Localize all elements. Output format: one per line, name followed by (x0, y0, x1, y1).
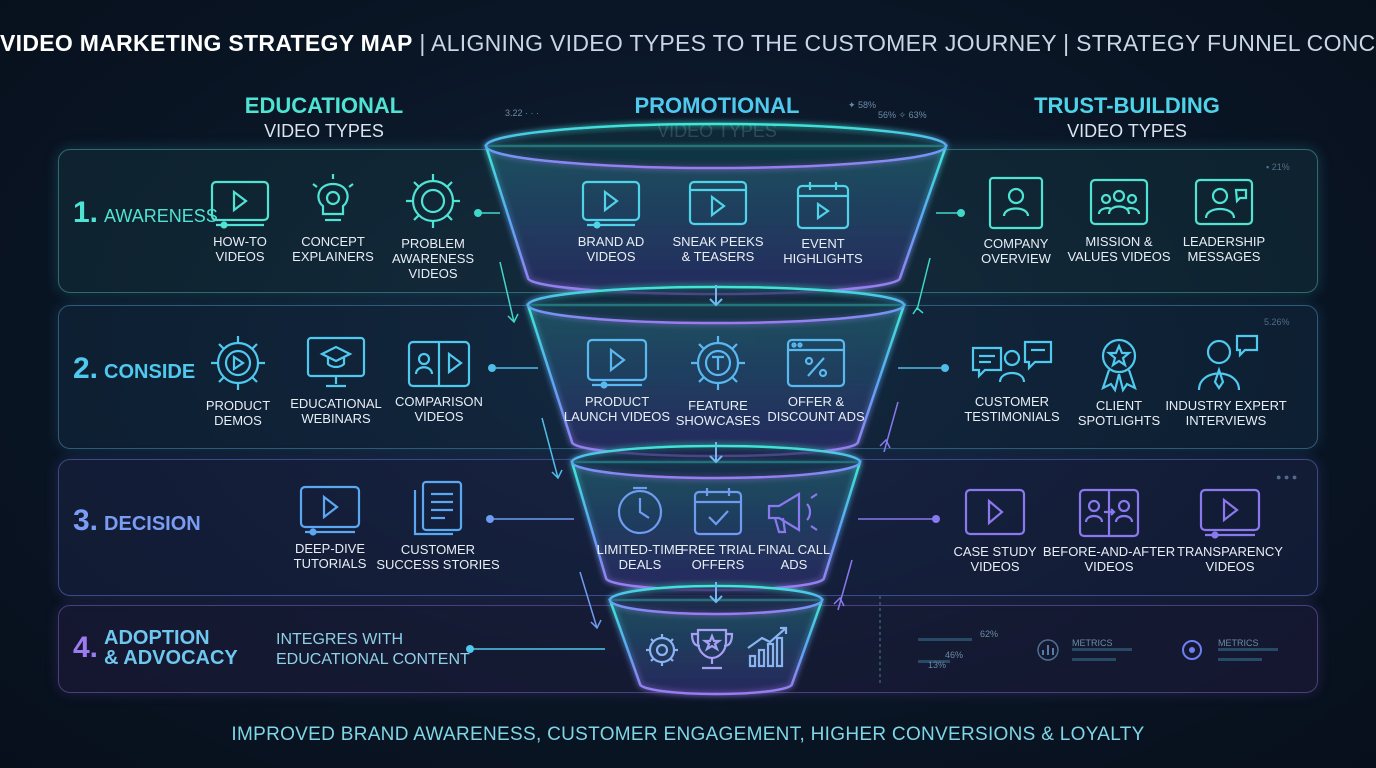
video-type-product-demos: PRODUCT DEMOS (168, 334, 308, 428)
video-type-comparison-videos: COMPARISON VIDEOS (369, 340, 509, 424)
calendar-check-icon (693, 488, 743, 536)
growth-chart-icon (747, 626, 788, 668)
video-type-concept-explainers: CONCEPT EXPLAINERS (263, 172, 403, 264)
calendar-play-icon (796, 182, 850, 230)
title-subtitle: | ALIGNING VIDEO TYPES TO THE CUSTOMER J… (412, 30, 1376, 56)
video-type-leadership-messages: LEADERSHIP MESSAGES (1154, 178, 1294, 264)
lightbulb-gear-icon (312, 174, 354, 222)
play-video-icon (299, 485, 361, 536)
column-header-trust: TRUST-BUILDING VIDEO TYPES (977, 93, 1277, 142)
play-video-icon (210, 180, 270, 229)
award-badge-icon (1101, 338, 1137, 393)
metric-readout: 62% (980, 629, 999, 639)
play-video-icon (581, 180, 641, 229)
arrow-down-icon (709, 442, 723, 464)
video-player-icon (688, 180, 748, 226)
gear-tool-icon (691, 336, 745, 390)
speaker-screen-icon (1194, 178, 1254, 226)
column-title-educational: EDUCATIONAL (244, 93, 404, 118)
video-type-customer-testimonials: CUSTOMER TESTIMONIALS (942, 338, 1082, 424)
video-type-event-highlights: EVENT HIGHLIGHTS (753, 180, 893, 266)
video-type-brand-ad: BRAND AD VIDEOS (541, 180, 681, 264)
metric-readout: 56% ✧ 63% (878, 110, 927, 120)
percent-window-icon (786, 338, 846, 388)
megaphone-icon (767, 492, 818, 534)
stage-label-consideration: 2.CONSIDE (73, 352, 196, 385)
arrow-down-icon (709, 285, 723, 307)
before-after-icon (1078, 488, 1140, 538)
adoption-icons (646, 626, 788, 670)
funnel-rim-1 (484, 122, 948, 170)
expert-speaker-icon (1197, 334, 1259, 391)
profile-screen-icon (988, 176, 1044, 230)
arrow-down-icon (709, 582, 723, 604)
metrics-label: METRICS (1218, 638, 1259, 648)
video-type-customer-success: CUSTOMER SUCCESS STORIES (368, 480, 508, 572)
page-title: VIDEO MARKETING STRATEGY MAP | ALIGNING … (0, 30, 1376, 57)
play-video-icon (964, 488, 1026, 536)
video-type-mission-values: MISSION & VALUES VIDEOS (1049, 178, 1189, 264)
column-subtitle-trust: VIDEO TYPES (1067, 121, 1187, 141)
video-type-industry-expert: INDUSTRY EXPERT INTERVIEWS (1156, 334, 1296, 428)
graduation-monitor-icon (306, 336, 366, 388)
video-type-before-after: BEFORE-AND-AFTER VIDEOS (1039, 488, 1179, 574)
metric-readout: 13% (928, 660, 947, 670)
column-subtitle-educational: VIDEO TYPES (264, 121, 384, 141)
split-screen-icon (407, 340, 471, 388)
document-stack-icon (413, 480, 463, 536)
trophy-icon (690, 628, 734, 670)
column-title-trust: TRUST-BUILDING (1034, 93, 1220, 118)
stage-label-decision: 3.DECISION (73, 504, 201, 537)
video-type-final-call-ads: FINAL CALL ADS (724, 488, 864, 572)
video-type-offer-discount: OFFER & DISCOUNT ADS (746, 338, 886, 424)
video-type-free-trial: FREE TRIAL OFFERS (648, 486, 788, 572)
adoption-note: INTEGRES WITH EDUCATIONAL CONTENT (276, 631, 470, 668)
stage-label-adoption: 4. ADOPTION & ADVOCACY (73, 627, 238, 669)
metric-readout: ▪ 21% (1266, 162, 1290, 172)
gear-play-icon (211, 336, 265, 390)
team-screen-icon (1089, 178, 1149, 226)
video-type-deep-dive-tutorials: DEEP-DIVE TUTORIALS (260, 485, 400, 571)
metric-readout: ✦ 58% (848, 100, 877, 110)
video-type-educational-webinars: EDUCATIONAL WEBINARS (266, 336, 406, 426)
stage-label-awareness: 1.AWARENESS (73, 196, 218, 229)
title-main: VIDEO MARKETING STRATEGY MAP (0, 30, 413, 56)
metric-readout: 46% (945, 650, 964, 660)
metrics-label: METRICS (1072, 638, 1113, 648)
gear-icon (646, 634, 678, 666)
video-type-client-spotlights: CLIENT SPOTLIGHTS (1049, 334, 1189, 428)
video-type-company-overview: COMPANY OVERVIEW (946, 176, 1086, 266)
play-video-icon (1199, 488, 1261, 539)
video-type-product-launch: PRODUCT LAUNCH VIDEOS (547, 338, 687, 424)
video-type-limited-time-deals: LIMITED-TIME DEALS (570, 486, 710, 572)
video-type-case-study: CASE STUDY VIDEOS (925, 488, 1065, 574)
video-type-feature-showcases: FEATURE SHOWCASES (648, 334, 788, 428)
metric-readout: 3.22 · · · (505, 108, 540, 118)
metric-readout: 5.26% (1264, 317, 1290, 327)
video-type-problem-awareness: PROBLEM AWARENESS VIDEOS (363, 172, 503, 281)
video-type-transparency: TRANSPARENCY VIDEOS (1160, 488, 1300, 574)
video-type-sneak-peeks: SNEAK PEEKS & TEASERS (648, 180, 788, 264)
video-type-how-to: HOW-TO VIDEOS (170, 180, 310, 264)
testimonial-chat-icon (971, 340, 1053, 383)
clock-icon (617, 486, 663, 535)
metric-dots: ● ● ● (1276, 472, 1298, 482)
gear-bulb-icon (406, 174, 460, 228)
column-title-promotional: PROMOTIONAL (634, 93, 800, 118)
column-header-educational: EDUCATIONAL VIDEO TYPES (174, 93, 474, 142)
footer-outcome: IMPROVED BRAND AWARENESS, CUSTOMER ENGAG… (231, 724, 1145, 745)
play-video-icon (586, 338, 648, 389)
